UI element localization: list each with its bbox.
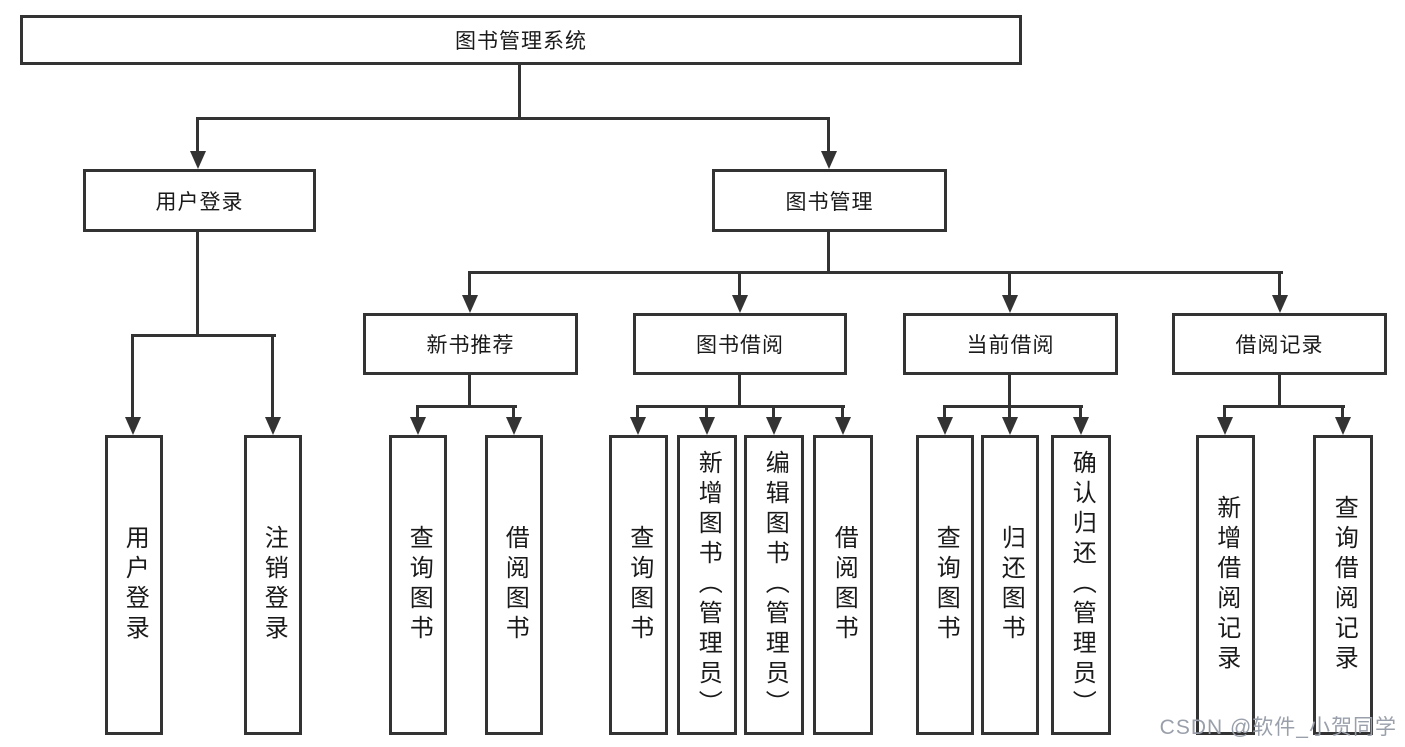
node-current-borrow-label: 当前借阅 bbox=[966, 334, 1055, 357]
node-root-label: 图书管理系统 bbox=[455, 30, 587, 53]
connector-book-mgmt-stem-1 bbox=[468, 271, 471, 297]
connector-root-stem-left bbox=[196, 117, 199, 153]
connector-g3-split bbox=[943, 405, 1083, 408]
arrow-down-icon bbox=[732, 295, 748, 313]
arrow-down-icon bbox=[506, 417, 522, 435]
connector-g4-drop bbox=[1278, 375, 1281, 407]
connector-g1-stem-2 bbox=[512, 405, 515, 419]
connector-user-login-stem-1 bbox=[131, 334, 134, 419]
connector-g3-stem-1 bbox=[943, 405, 946, 419]
node-root: 图书管理系统 bbox=[20, 15, 1022, 65]
arrow-down-icon bbox=[821, 151, 837, 169]
connector-g4-stem-1 bbox=[1223, 405, 1226, 419]
connector-g2-drop bbox=[738, 375, 741, 407]
arrow-down-icon bbox=[699, 417, 715, 435]
node-book-borrow: 图书借阅 bbox=[633, 313, 847, 375]
connector-user-login-split bbox=[131, 334, 276, 337]
leaf-bb-query-books: 查询图书 bbox=[609, 435, 668, 735]
leaf-nb-query-books: 查询图书 bbox=[389, 435, 447, 735]
leaf-nb-query-books-label: 查询图书 bbox=[405, 525, 433, 645]
leaf-bb-borrow-books: 借阅图书 bbox=[813, 435, 873, 735]
connector-g2-stem-1 bbox=[636, 405, 639, 419]
leaf-bb-edit-books-admin-label: 编辑图书（管理员） bbox=[761, 450, 789, 720]
node-new-book-recommend: 新书推荐 bbox=[363, 313, 578, 375]
node-book-borrow-label: 图书借阅 bbox=[696, 334, 784, 357]
leaf-cb-query-books: 查询图书 bbox=[916, 435, 974, 735]
node-user-login-label: 用户登录 bbox=[155, 190, 244, 214]
arrow-down-icon bbox=[190, 151, 206, 169]
leaf-bb-add-books-admin-label: 新增图书（管理员） bbox=[694, 450, 722, 720]
connector-book-mgmt-stem-2 bbox=[738, 271, 741, 297]
connector-g3-drop bbox=[1008, 375, 1011, 407]
leaf-cb-return-books-label: 归还图书 bbox=[997, 525, 1025, 645]
connector-g2-stem-3 bbox=[772, 405, 775, 419]
arrow-down-icon bbox=[630, 417, 646, 435]
leaf-bb-query-books-label: 查询图书 bbox=[625, 525, 653, 645]
node-user-login: 用户登录 bbox=[83, 169, 316, 232]
leaf-cb-query-books-label: 查询图书 bbox=[932, 525, 960, 645]
node-borrow-records: 借阅记录 bbox=[1172, 313, 1387, 375]
arrow-down-icon bbox=[462, 295, 478, 313]
leaf-user-login: 用户登录 bbox=[105, 435, 163, 735]
connector-g2-stem-2 bbox=[705, 405, 708, 419]
leaf-bb-add-books-admin: 新增图书（管理员） bbox=[677, 435, 737, 735]
leaf-br-add-record-label: 新增借阅记录 bbox=[1212, 495, 1240, 675]
connector-g1-split bbox=[416, 405, 517, 408]
connector-user-login-stem-2 bbox=[271, 334, 274, 419]
leaf-logout: 注销登录 bbox=[244, 435, 302, 735]
connector-book-mgmt-drop bbox=[827, 232, 830, 274]
arrow-down-icon bbox=[125, 417, 141, 435]
connector-g4-stem-2 bbox=[1341, 405, 1344, 419]
connector-root-drop bbox=[518, 65, 521, 119]
arrow-down-icon bbox=[766, 417, 782, 435]
arrow-down-icon bbox=[265, 417, 281, 435]
arrow-down-icon bbox=[1073, 417, 1089, 435]
leaf-logout-label: 注销登录 bbox=[260, 525, 288, 645]
arrow-down-icon bbox=[410, 417, 426, 435]
arrow-down-icon bbox=[835, 417, 851, 435]
connector-book-mgmt-split bbox=[468, 271, 1283, 274]
leaf-br-add-record: 新增借阅记录 bbox=[1196, 435, 1255, 735]
leaf-br-query-record-label: 查询借阅记录 bbox=[1330, 495, 1358, 675]
arrow-down-icon bbox=[937, 417, 953, 435]
connector-g3-stem-2 bbox=[1008, 405, 1011, 419]
leaf-bb-borrow-books-label: 借阅图书 bbox=[830, 525, 858, 645]
leaf-nb-borrow-books: 借阅图书 bbox=[485, 435, 543, 735]
leaf-cb-return-books: 归还图书 bbox=[981, 435, 1039, 735]
leaf-user-login-label: 用户登录 bbox=[121, 525, 149, 645]
leaf-cb-confirm-return-admin: 确认归还（管理员） bbox=[1051, 435, 1111, 735]
node-current-borrow: 当前借阅 bbox=[903, 313, 1118, 375]
leaf-cb-confirm-return-admin-label: 确认归还（管理员） bbox=[1068, 450, 1096, 720]
arrow-down-icon bbox=[1272, 295, 1288, 313]
connector-root-split bbox=[196, 117, 830, 120]
arrow-down-icon bbox=[1335, 417, 1351, 435]
connector-g2-stem-4 bbox=[841, 405, 844, 419]
leaf-br-query-record: 查询借阅记录 bbox=[1313, 435, 1373, 735]
arrow-down-icon bbox=[1217, 417, 1233, 435]
node-new-book-recommend-label: 新书推荐 bbox=[426, 334, 515, 357]
connector-book-mgmt-stem-3 bbox=[1008, 271, 1011, 297]
connector-g4-split bbox=[1223, 405, 1345, 408]
node-borrow-records-label: 借阅记录 bbox=[1235, 334, 1324, 357]
connector-book-mgmt-stem-4 bbox=[1278, 271, 1281, 297]
node-book-management-label: 图书管理 bbox=[785, 190, 874, 214]
connector-g1-drop bbox=[468, 375, 471, 407]
arrow-down-icon bbox=[1002, 417, 1018, 435]
leaf-nb-borrow-books-label: 借阅图书 bbox=[501, 525, 529, 645]
connector-user-login-drop bbox=[196, 232, 199, 337]
arrow-down-icon bbox=[1002, 295, 1018, 313]
leaf-bb-edit-books-admin: 编辑图书（管理员） bbox=[744, 435, 804, 735]
connector-g1-stem-1 bbox=[416, 405, 419, 419]
csdn-watermark: CSDN @软件_小贺同学 bbox=[1159, 716, 1397, 739]
node-book-management: 图书管理 bbox=[712, 169, 947, 232]
connector-g3-stem-3 bbox=[1079, 405, 1082, 419]
connector-root-stem-right bbox=[827, 117, 830, 153]
connector-g2-split bbox=[636, 405, 845, 408]
